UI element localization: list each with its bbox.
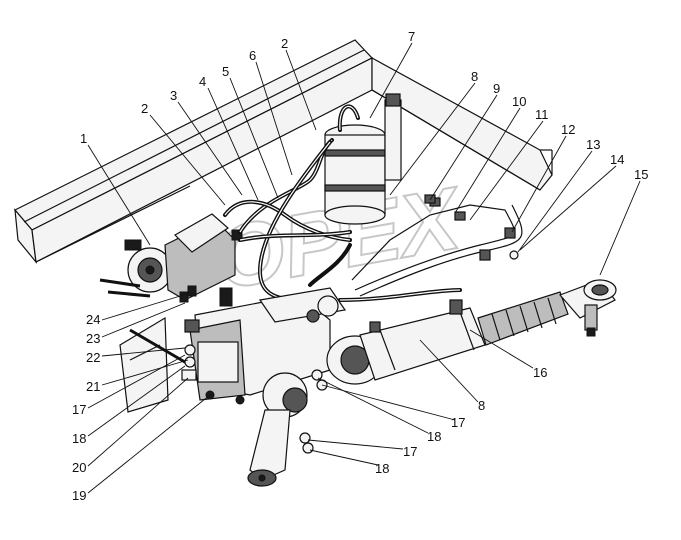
- steering-gear-box: [184, 287, 347, 405]
- power-steering-pump: [99, 213, 243, 301]
- callout-18b: 18: [375, 461, 389, 476]
- callout-8b: 8: [478, 398, 485, 413]
- callout-1: 1: [80, 131, 87, 146]
- callout-17b: 17: [403, 444, 417, 459]
- callout-12: 12: [561, 122, 575, 137]
- fasteners: [129, 194, 519, 454]
- callout-15: 15: [634, 167, 648, 182]
- pitman-arm: [247, 372, 308, 487]
- callout-24: 24: [86, 312, 100, 327]
- rubber-boot: [477, 291, 569, 346]
- callout-21: 21: [86, 379, 100, 394]
- callout-9: 9: [493, 81, 500, 96]
- callout-6: 6: [249, 48, 256, 63]
- callout-17c: 17: [72, 402, 86, 417]
- callout-18a: 18: [427, 429, 441, 444]
- oil-reservoir: [324, 93, 402, 225]
- callout-23: 23: [86, 331, 100, 346]
- callout-2a: 2: [141, 101, 148, 116]
- callout-17a: 17: [451, 415, 465, 430]
- callout-19: 19: [72, 488, 86, 503]
- callout-8a: 8: [471, 69, 478, 84]
- callout-7: 7: [408, 29, 415, 44]
- callout-2b: 2: [281, 36, 288, 51]
- leader-lines: [87, 42, 641, 494]
- callout-4: 4: [199, 74, 206, 89]
- callout-20: 20: [72, 460, 86, 475]
- callout-11: 11: [535, 107, 549, 122]
- callout-3: 3: [170, 88, 177, 103]
- callout-labels: 1 2 2 3 4 5 6 7 8 8 9 10 11 12 13 14 15 …: [72, 29, 648, 503]
- callout-16: 16: [533, 365, 547, 380]
- callout-14: 14: [610, 152, 624, 167]
- frame-rail: [14, 39, 553, 413]
- tie-rod-end: [558, 279, 617, 337]
- callout-22: 22: [86, 350, 100, 365]
- callout-5: 5: [222, 64, 229, 79]
- callout-10: 10: [512, 94, 526, 109]
- callout-18c: 18: [72, 431, 86, 446]
- callout-13: 13: [586, 137, 600, 152]
- power-cylinder: [326, 299, 486, 385]
